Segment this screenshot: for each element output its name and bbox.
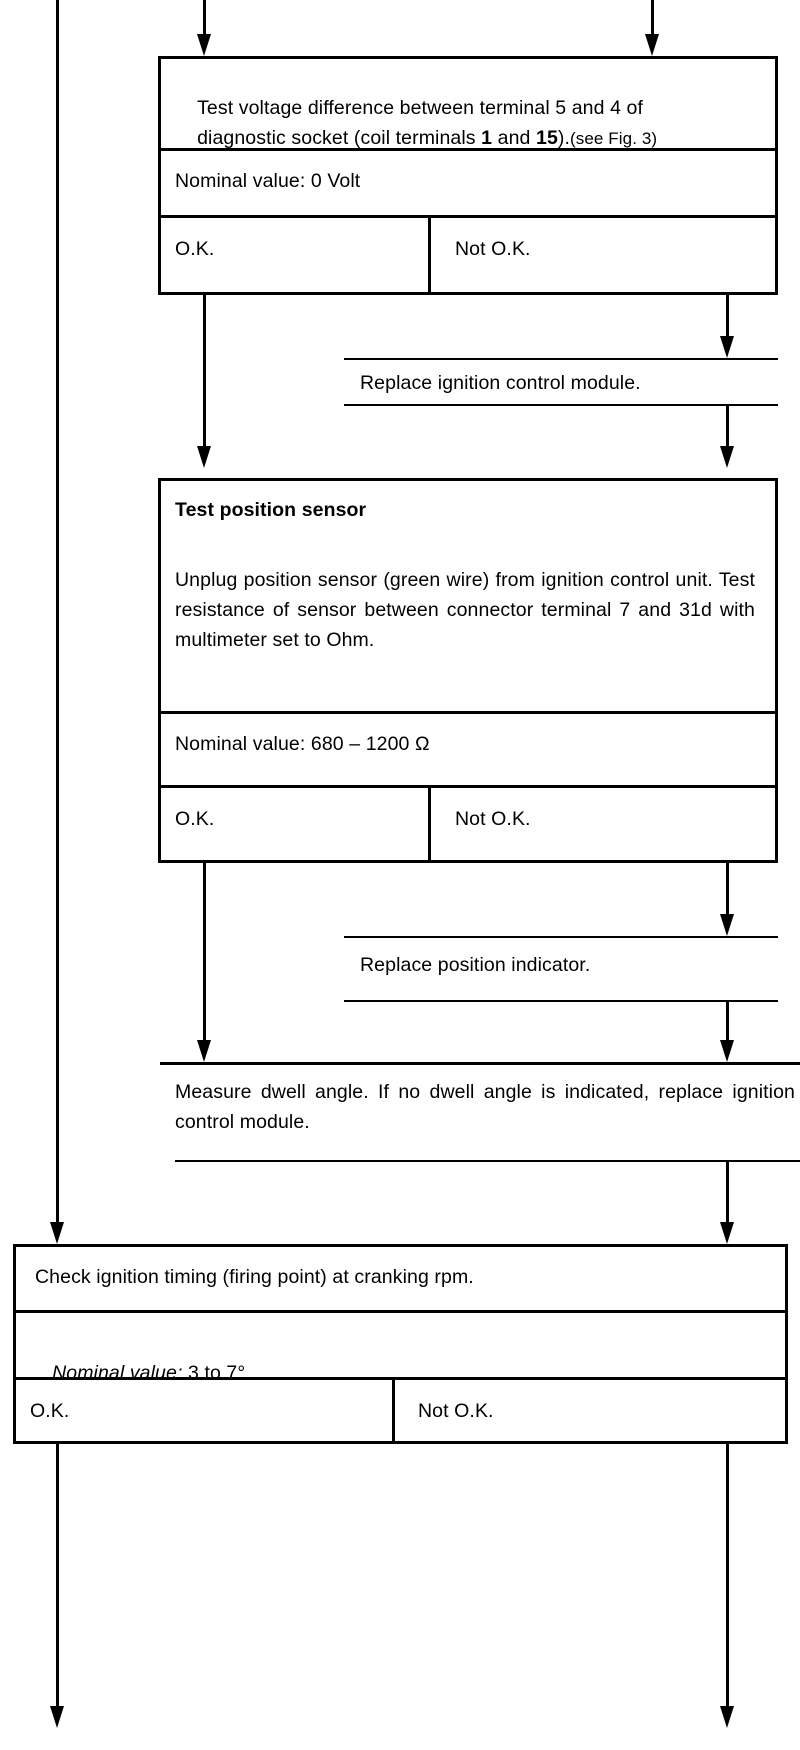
position-sensor-title: Test position sensor xyxy=(175,499,367,521)
voltage-test-instruction-l2b: and xyxy=(492,127,536,149)
ignition-timing-ok-out-arrowhead xyxy=(50,1706,64,1728)
replace-position-indicator-out-line xyxy=(726,1000,729,1050)
replace-icm-1-text: Replace ignition control module. xyxy=(360,372,641,394)
voltage-test-notok-connector-line xyxy=(726,295,729,347)
position-sensor-result-not-ok: Not O.K. xyxy=(455,808,531,830)
position-sensor-ok-arrowhead xyxy=(197,1040,211,1062)
voltage-test-result-not-ok: Not O.K. xyxy=(455,238,531,260)
position-sensor-column-divider xyxy=(428,785,431,863)
voltage-test-instruction-line1: Test voltage difference between terminal… xyxy=(175,63,765,153)
voltage-test-divider-result xyxy=(158,215,778,218)
ignition-timing-instruction: Check ignition timing (firing point) at … xyxy=(35,1266,474,1288)
ignition-timing-nominal-row: Nominal value: 3 to 7° xyxy=(30,1328,730,1418)
ignition-timing-ok-out-line xyxy=(56,1444,59,1714)
position-sensor-nominal-value: Nominal value: 680 – 1200 Ω xyxy=(175,733,430,755)
ignition-timing-notok-out-arrowhead xyxy=(720,1706,734,1728)
replace-position-indicator-bottom-rule xyxy=(344,1000,778,1002)
position-sensor-divider-result xyxy=(158,785,778,788)
voltage-test-terminal-1: 1 xyxy=(481,127,493,149)
ignition-timing-nominal-label: Nominal value: xyxy=(52,1362,183,1384)
voltage-test-nominal-value: Nominal value: 0 Volt xyxy=(175,170,361,192)
voltage-test-instruction-l2c: ). xyxy=(557,127,571,149)
voltage-test-instruction-l2a: diagnostic socket (coil terminals xyxy=(197,127,482,149)
incoming-arrow-left-head xyxy=(197,34,211,56)
dwell-angle-top-rule xyxy=(160,1062,800,1065)
replace-icm-1-top-rule xyxy=(344,358,778,360)
ignition-timing-box xyxy=(13,1244,788,1444)
incoming-arrow-right-head xyxy=(645,34,659,56)
voltage-test-column-divider xyxy=(428,215,431,295)
dwell-angle-text: Measure dwell angle. If no dwell angle i… xyxy=(175,1081,800,1133)
dwell-angle-out-line xyxy=(726,1160,729,1230)
voltage-test-ok-connector-line xyxy=(203,295,206,450)
ignition-timing-result-not-ok: Not O.K. xyxy=(418,1400,494,1422)
ignition-timing-column-divider xyxy=(392,1377,395,1444)
replace-position-indicator-out-arrowhead xyxy=(720,1040,734,1062)
position-sensor-notok-arrowhead xyxy=(720,914,734,936)
replace-position-indicator-top-rule xyxy=(344,936,778,938)
dwell-angle-out-arrowhead xyxy=(720,1222,734,1244)
position-sensor-ok-connector-line xyxy=(203,863,206,1043)
incoming-arrow-right-line xyxy=(651,0,654,38)
voltage-test-divider-nominal xyxy=(158,148,778,151)
left-spine-arrowhead xyxy=(50,1222,64,1244)
dwell-angle-bottom-rule xyxy=(175,1160,800,1162)
voltage-test-box xyxy=(158,56,778,295)
voltage-test-figure-reference: (see Fig. 3) xyxy=(570,129,658,148)
position-sensor-box xyxy=(158,478,778,863)
voltage-test-notok-arrowhead xyxy=(720,336,734,358)
voltage-test-ok-arrowhead xyxy=(197,446,211,468)
ignition-timing-notok-out-line xyxy=(726,1444,729,1714)
replace-icm-1-bottom-rule xyxy=(344,404,778,406)
position-sensor-divider-nominal xyxy=(158,711,778,714)
incoming-arrow-left-line xyxy=(203,0,206,38)
voltage-test-result-ok: O.K. xyxy=(175,238,215,260)
position-sensor-body: Unplug position sensor (green wire) from… xyxy=(175,569,755,651)
voltage-test-instruction-line2: diagnostic socket (coil terminals 1 and … xyxy=(175,93,775,184)
replace-position-indicator-text: Replace position indicator. xyxy=(360,954,591,976)
replace-icm-1-out-line xyxy=(726,404,729,454)
left-spine-line xyxy=(56,0,59,1232)
ignition-timing-divider-result xyxy=(13,1377,788,1380)
voltage-test-instruction-l1-text: Test voltage difference between terminal… xyxy=(197,97,644,119)
ignition-timing-result-ok: O.K. xyxy=(30,1400,70,1422)
ignition-timing-nominal-value: 3 to 7° xyxy=(182,1362,246,1384)
voltage-test-terminal-15: 15 xyxy=(536,127,558,149)
ignition-timing-divider-nominal xyxy=(13,1310,788,1313)
replace-icm-1-out-arrowhead xyxy=(720,446,734,468)
position-sensor-result-ok: O.K. xyxy=(175,808,215,830)
position-sensor-notok-connector-line xyxy=(726,863,729,925)
